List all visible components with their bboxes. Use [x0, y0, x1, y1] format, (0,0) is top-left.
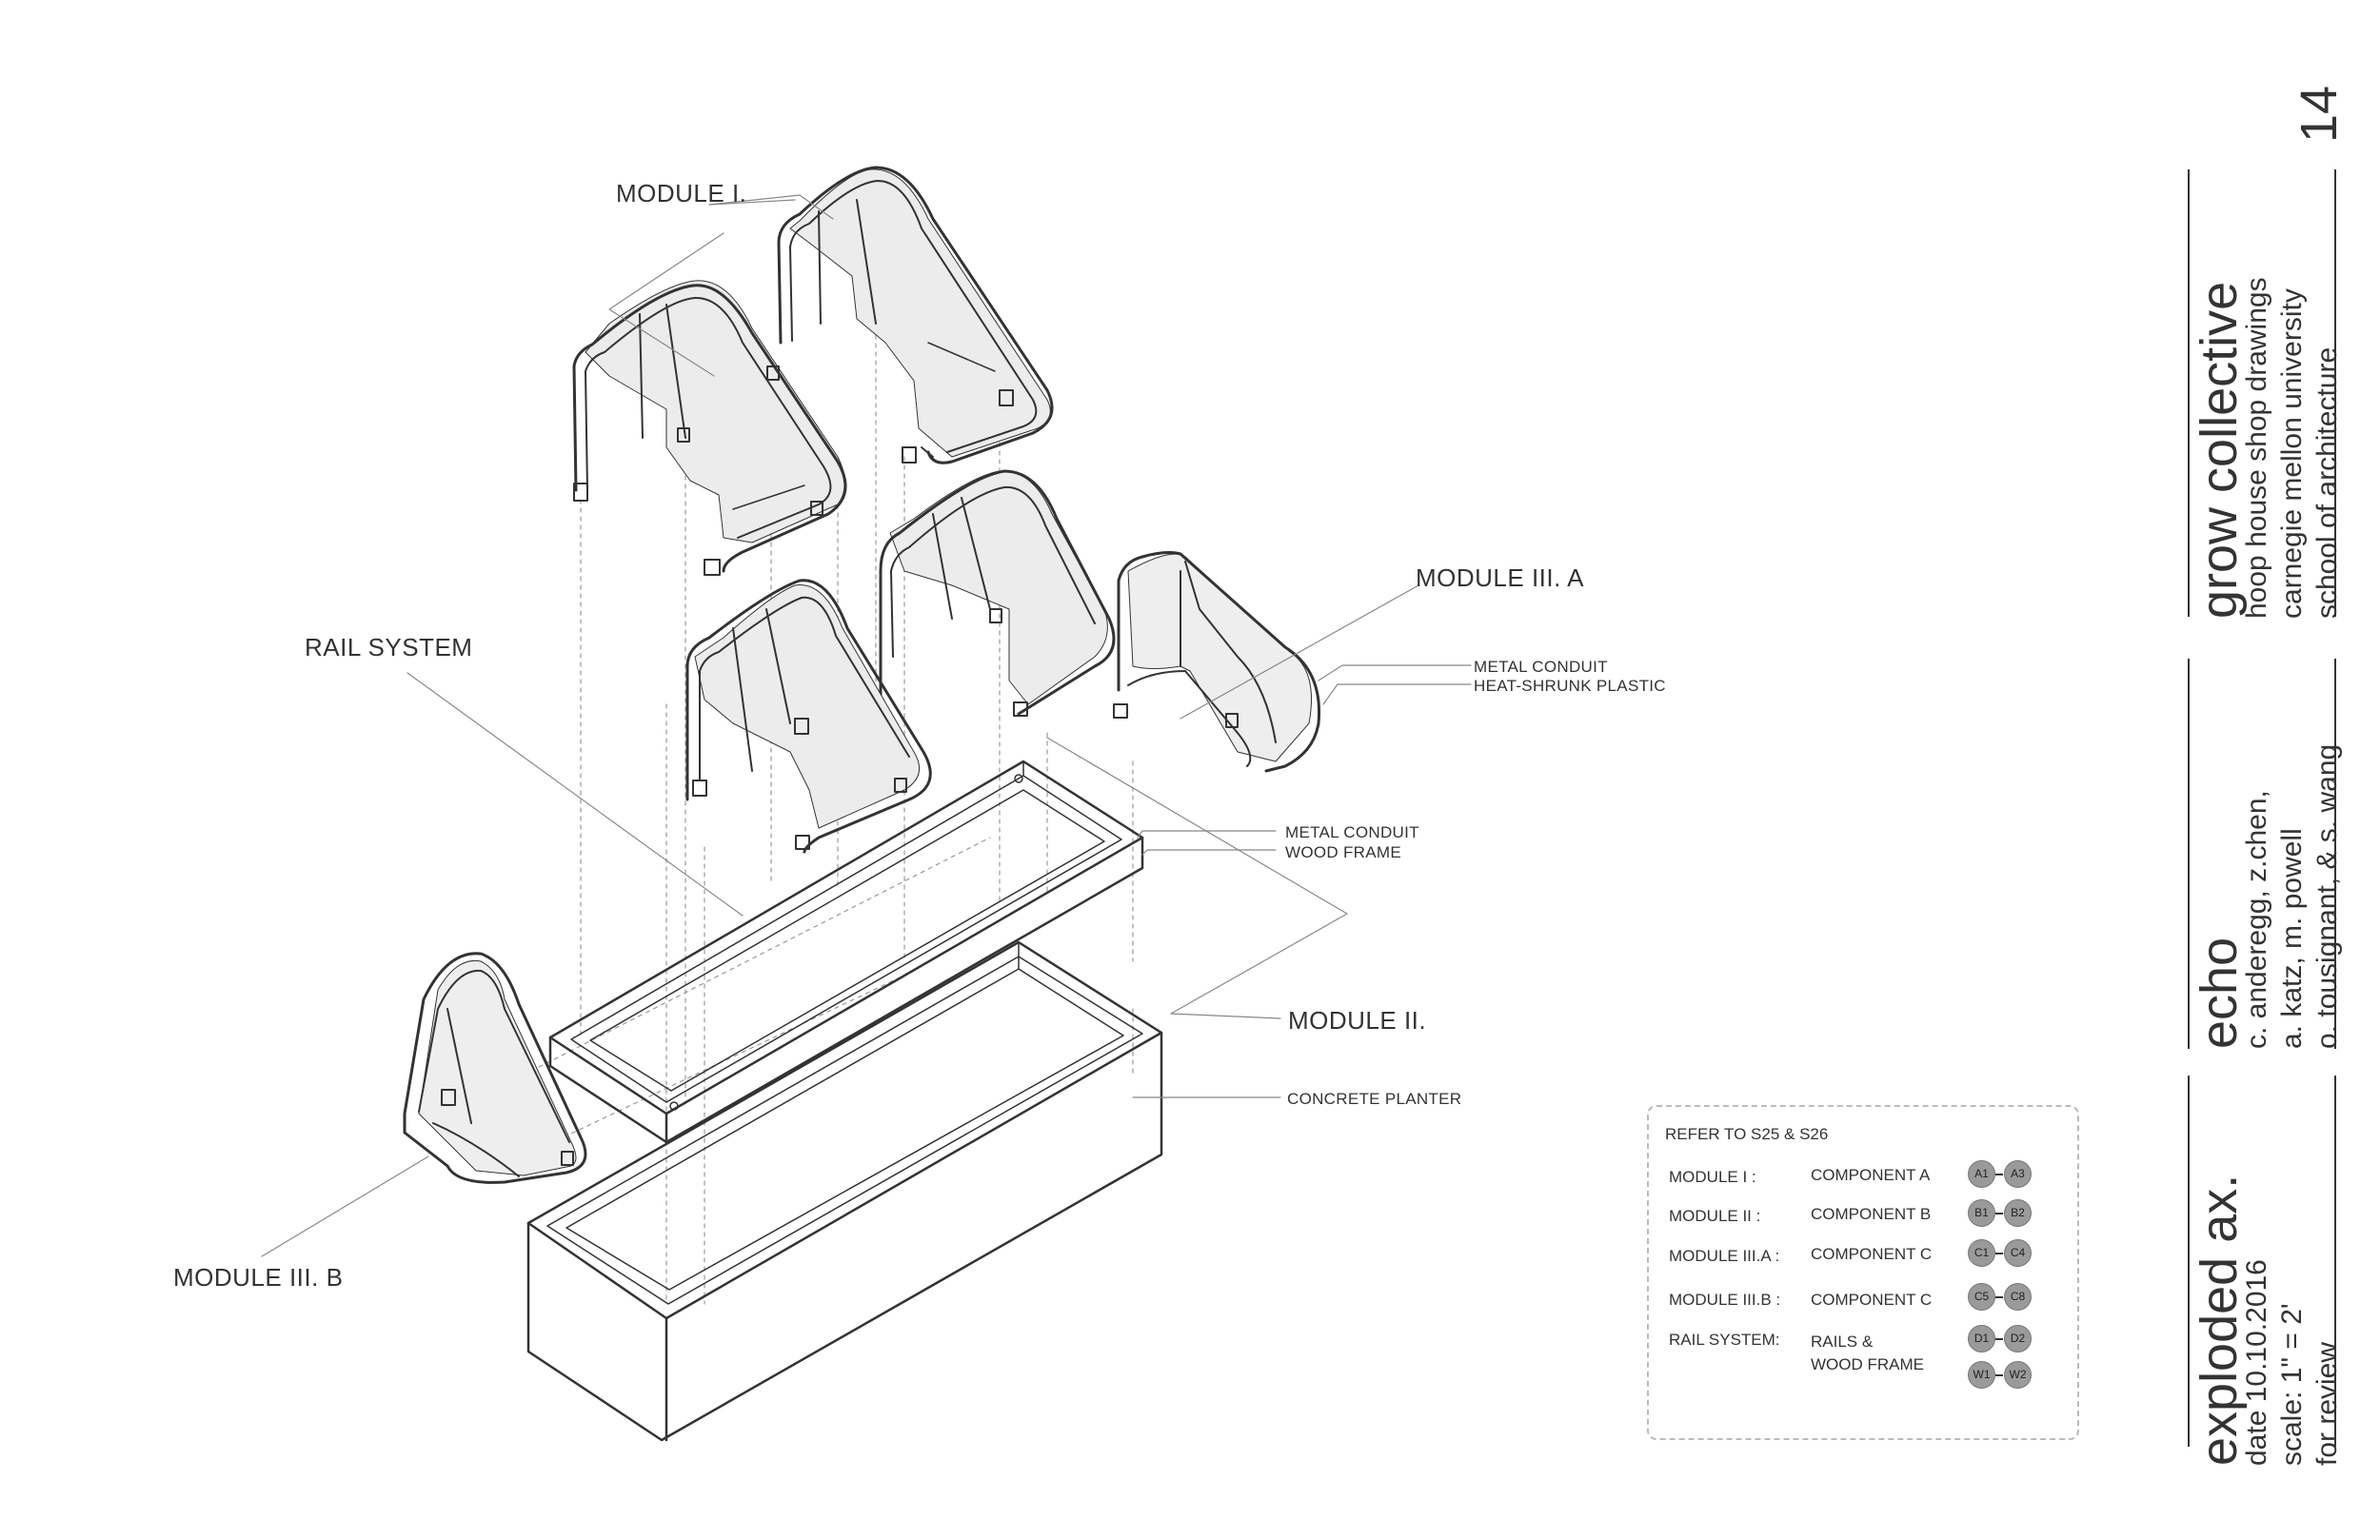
sheet-title: exploded ax.: [2191, 1174, 2248, 1466]
divider: [2188, 1076, 2190, 1447]
divider: [2188, 659, 2190, 1049]
module-iii-a-frame: [1113, 551, 1321, 773]
component-chip: C8: [2004, 1283, 2032, 1311]
rail-system-box: [548, 760, 1144, 1144]
legend-component-label: COMPONENT A: [1811, 1166, 1931, 1184]
component-chip: B1: [1968, 1199, 1995, 1227]
legend-component-label: COMPONENT C: [1811, 1245, 1933, 1263]
project-name: echo: [2191, 937, 2248, 1049]
subtitle-line-1: hoop house shop drawings: [2241, 277, 2272, 619]
component-chip: C4: [2004, 1239, 2032, 1267]
component-chip: C5: [1968, 1283, 1995, 1311]
module-ii-frames: [685, 469, 1116, 854]
component-chip: B2: [2004, 1199, 2032, 1227]
legend-header: REFER TO S25 & S26: [1665, 1125, 1829, 1143]
component-chip: D2: [2004, 1325, 2032, 1352]
component-chip: W2: [2004, 1361, 2032, 1389]
range-dash: [1995, 1374, 2003, 1376]
subtitle-line-2: carnegie mellon university: [2276, 288, 2308, 619]
legend-module-label: MODULE I :: [1669, 1168, 1756, 1186]
legend-module-label: MODULE III.A :: [1669, 1247, 1780, 1265]
subtitle-line-3: school of architecture: [2311, 346, 2343, 619]
label-module-i: MODULE I.: [616, 179, 747, 207]
range-dash: [1995, 1338, 2003, 1340]
concrete-planter: [526, 940, 1163, 1442]
leader-lines: [261, 194, 1472, 1257]
range-dash: [1995, 1213, 2003, 1214]
label-module-ii: MODULE II.: [1288, 1006, 1427, 1035]
module-i-rear-plastic: [789, 168, 1051, 458]
legend-component-label-2: WOOD FRAME: [1811, 1355, 1924, 1373]
divider: [2334, 659, 2336, 1049]
range-dash: [1995, 1174, 2003, 1175]
label-metal-conduit-mid: METAL CONDUIT: [1285, 823, 1419, 841]
sheet-date: date 10.10.2016: [2241, 1259, 2272, 1466]
legend-module-label: MODULE III.B :: [1669, 1291, 1781, 1309]
component-chip: W1: [1968, 1361, 1995, 1389]
authors-line-1: c. anderegg, z.chen,: [2241, 790, 2272, 1049]
range-dash: [1995, 1253, 2003, 1254]
label-rail-system: RAIL SYSTEM: [305, 633, 473, 661]
label-metal-conduit-top: METAL CONDUIT: [1474, 658, 1608, 676]
label-module-iii-a: MODULE III. A: [1416, 563, 1584, 592]
divider: [2334, 169, 2336, 617]
component-chip: A1: [1968, 1160, 1995, 1188]
range-dash: [1995, 1296, 2003, 1298]
authors-line-2: a. katz, m. powell: [2276, 828, 2308, 1049]
module-i-front-plastic: [585, 280, 845, 543]
component-legend: REFER TO S25 & S26 MODULE I : COMPONENT …: [1647, 1105, 2079, 1440]
sheet-status: for review: [2311, 1341, 2343, 1466]
sheet-scale: scale: 1" = 2': [2276, 1303, 2308, 1466]
module-i-frames: [572, 166, 1054, 576]
divider: [2188, 169, 2190, 617]
label-heat-shrunk-plastic: HEAT-SHRUNK PLASTIC: [1474, 677, 1666, 695]
legend-module-label: RAIL SYSTEM:: [1669, 1331, 1780, 1349]
legend-component-label: RAILS &: [1811, 1333, 1874, 1351]
component-chip: D1: [1968, 1325, 1995, 1352]
legend-component-label: COMPONENT B: [1811, 1205, 1932, 1223]
component-chip: A3: [2004, 1160, 2032, 1188]
collective-name: grow collective: [2191, 281, 2248, 619]
label-wood-frame: WOOD FRAME: [1285, 843, 1401, 861]
page-number: 14: [2291, 85, 2348, 143]
legend-component-label: COMPONENT C: [1811, 1291, 1933, 1309]
authors-line-3: o. tousignant, & s. wang: [2311, 743, 2343, 1049]
component-chip: C1: [1968, 1239, 1995, 1267]
label-concrete-planter: CONCRETE PLANTER: [1287, 1090, 1462, 1108]
module-iii-b-frame: [403, 952, 587, 1184]
label-module-iii-b: MODULE III. B: [173, 1263, 344, 1292]
legend-module-label: MODULE II :: [1669, 1207, 1761, 1225]
divider: [2334, 1076, 2336, 1447]
